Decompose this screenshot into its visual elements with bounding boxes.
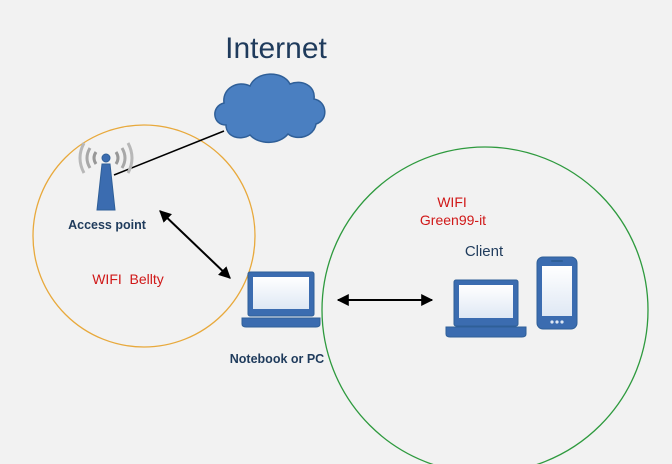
client-laptop-icon (445, 279, 527, 338)
client-network-name: Green99-it (420, 212, 486, 228)
client-label: Client (465, 243, 504, 260)
access-point-wifi-label: WIFI Bellty (92, 271, 164, 287)
access-point-label: Access point (68, 218, 147, 232)
notebook-label: Notebook or PC (230, 352, 324, 366)
access-point-notebook-arrow (159, 210, 231, 279)
antenna-tower-icon (78, 142, 134, 211)
client-wifi-label: WIFI (437, 194, 467, 210)
smartphone-icon (536, 256, 578, 330)
internet-link-line (113, 130, 225, 176)
notebook-laptop-icon (241, 271, 321, 328)
access-point-coverage-circle (32, 124, 256, 348)
diagram-title: Internet (225, 32, 327, 65)
client-coverage-circle (321, 146, 649, 464)
cloud-icon (214, 73, 326, 144)
